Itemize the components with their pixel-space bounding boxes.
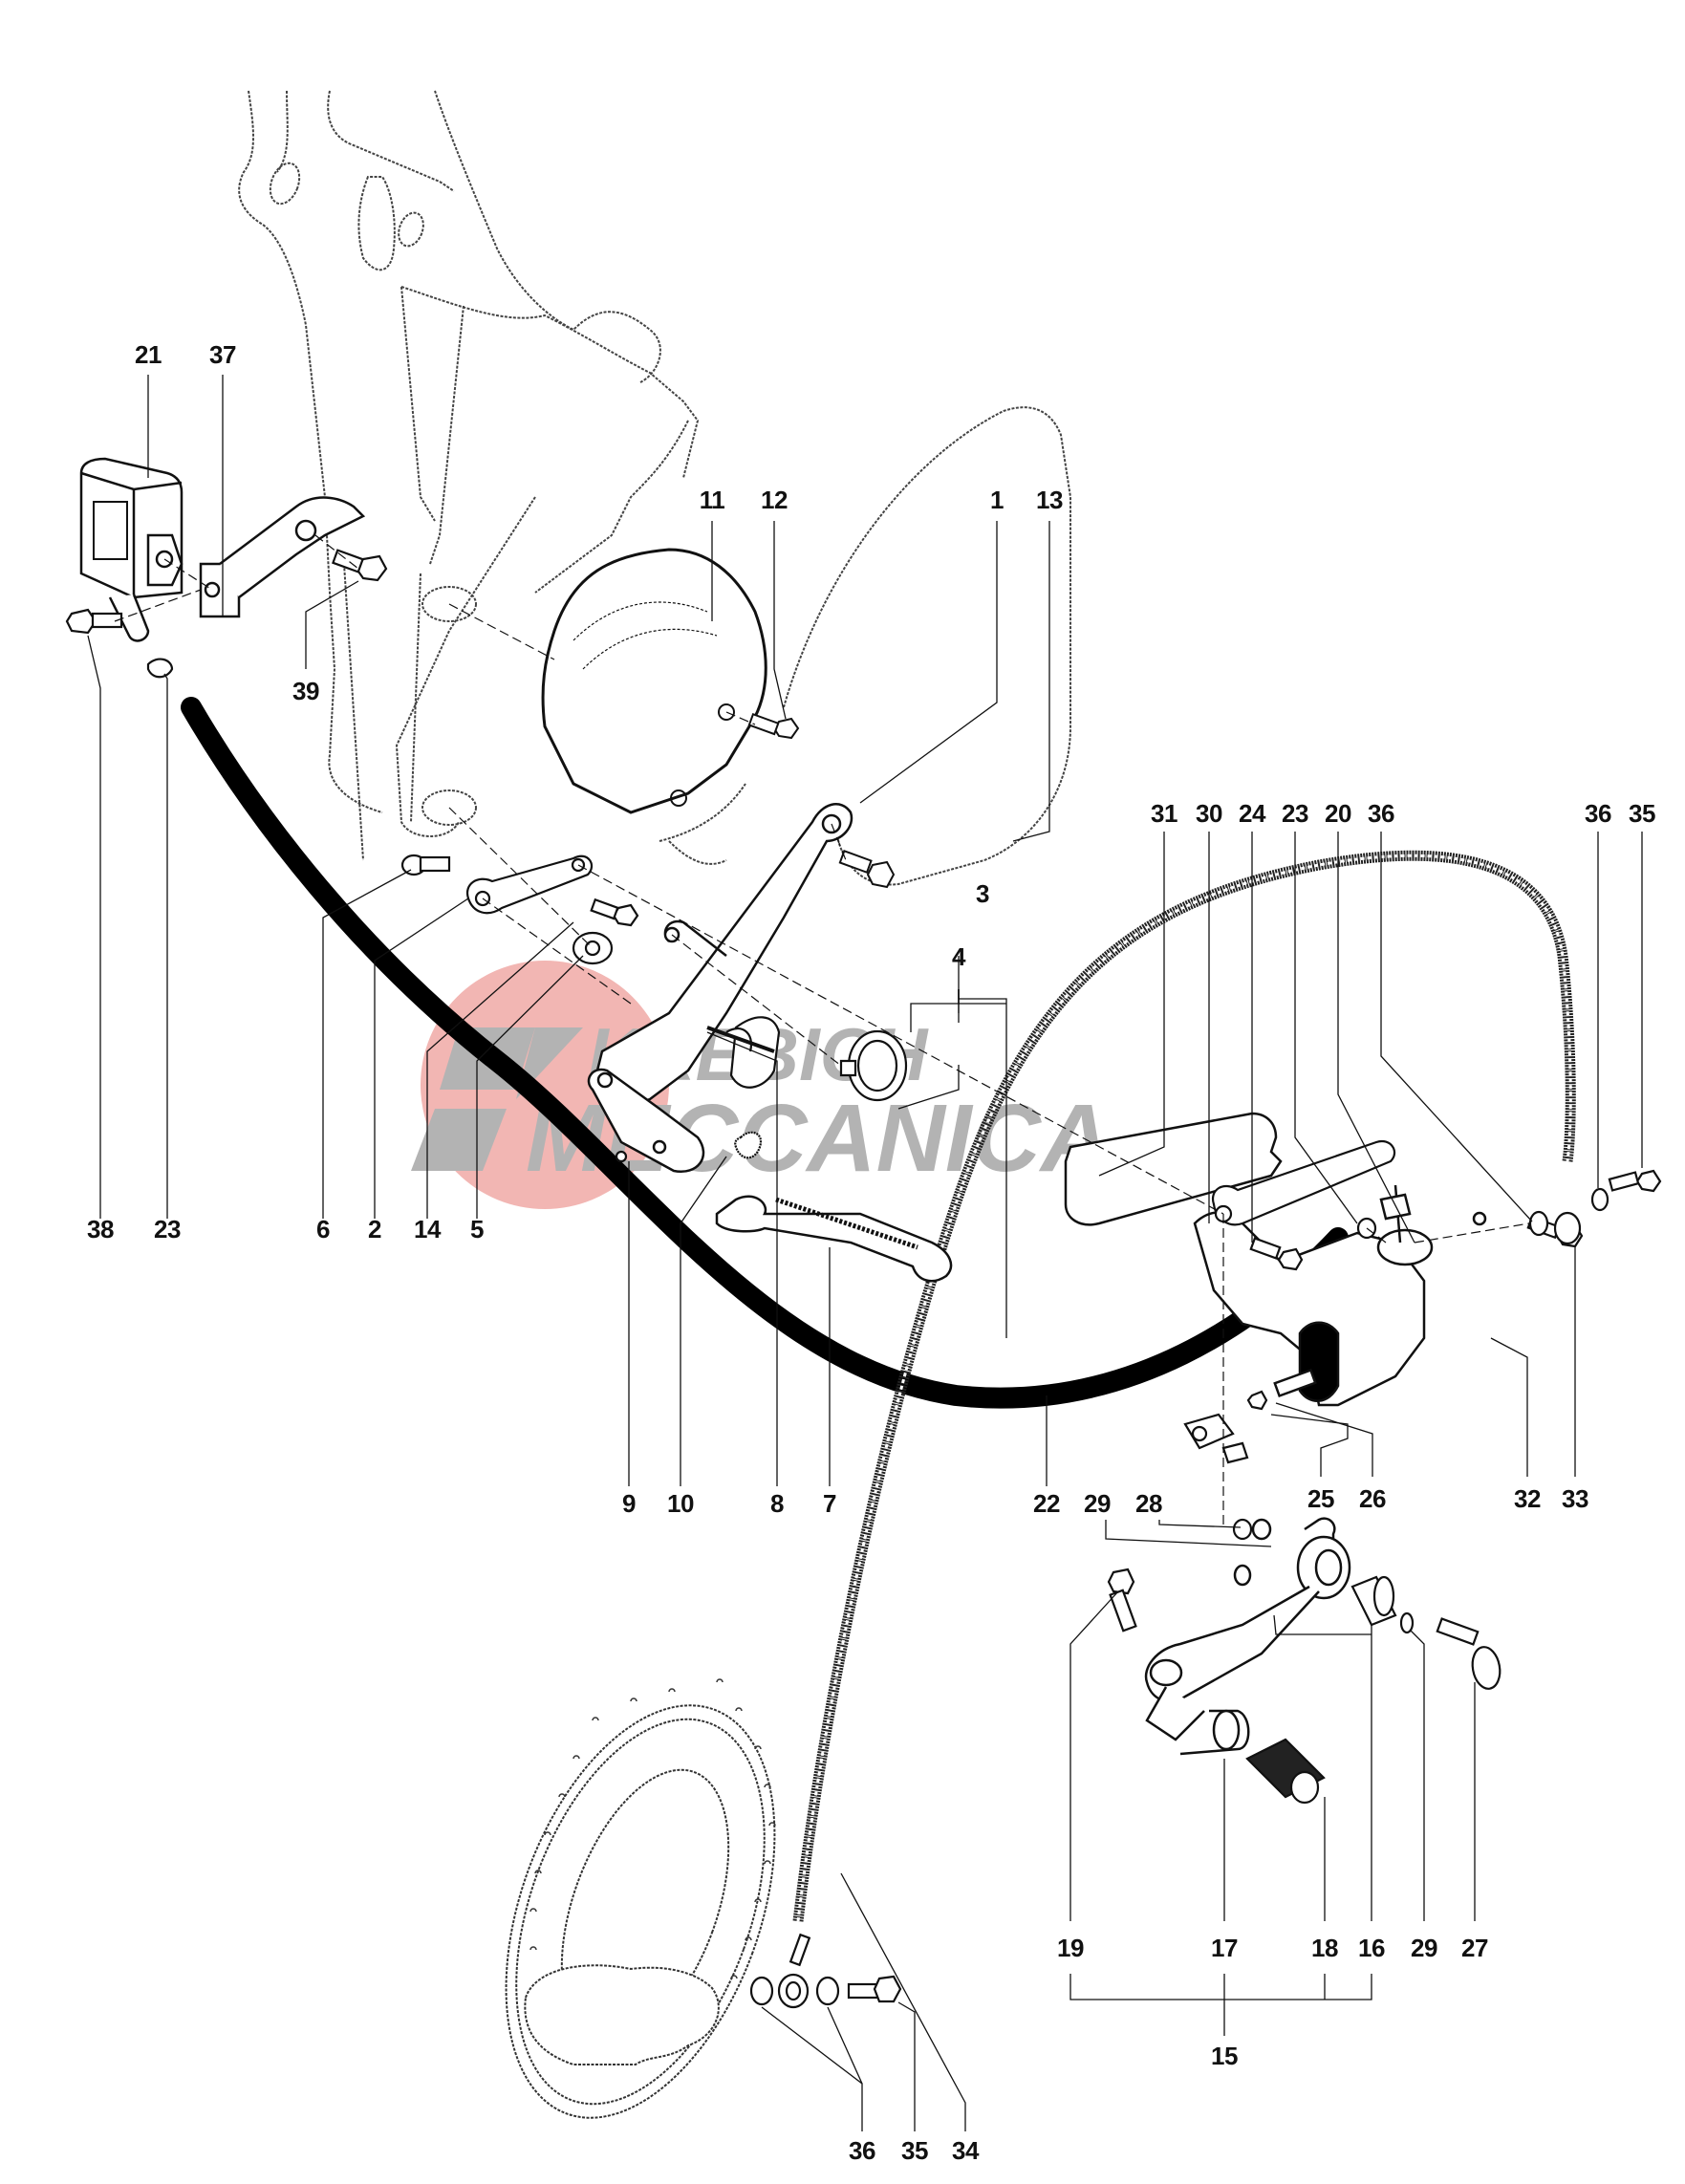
leader-lines [87,375,1643,2131]
callout-31: 31 [1151,799,1177,828]
part-7-footrest [715,1195,953,1283]
callout-20: 20 [1325,799,1351,828]
callout-33: 33 [1562,1484,1588,1513]
part-20-master-cylinder [1193,1184,1487,1407]
callout-25: 25 [1307,1484,1334,1513]
callout-13: 13 [1036,486,1063,514]
callout-36-bottom: 36 [849,2136,875,2165]
callout-35-right: 35 [1629,799,1655,828]
callout-8: 8 [770,1489,784,1518]
callout-28: 28 [1135,1489,1162,1518]
part-31-plate [1064,1112,1283,1226]
callout-18: 18 [1311,1934,1338,1962]
callout-15: 15 [1211,2042,1238,2070]
bolts-12-13 [747,712,896,889]
callout-29-upper: 29 [1084,1489,1111,1518]
links-2-5-6-14 [400,854,639,965]
parts-33-35-36-right [1526,1169,1662,1248]
callout-5: 5 [470,1215,484,1243]
callout-2: 2 [368,1215,381,1243]
callout-4: 4 [952,942,965,971]
callout-9: 9 [622,1489,636,1518]
callout-6: 6 [316,1215,330,1243]
brake-disc-holes [529,1678,776,2018]
callout-35-bottom: 35 [901,2136,928,2165]
parts-16-18-19-27-29 [1107,1518,1501,1805]
parts-34-35-36-bottom [749,1933,902,2009]
callout-3: 3 [976,879,989,908]
part-11-cover [541,548,767,814]
callout-26: 26 [1359,1484,1386,1513]
assembly-lines [114,534,1530,1524]
brake-caliper [524,1964,720,2065]
callout-32: 32 [1514,1484,1541,1513]
callout-23-upper: 23 [1282,799,1308,828]
part-15-brake-pedal [1144,1517,1351,1756]
callout-11: 11 [699,486,725,514]
callout-12: 12 [761,486,788,514]
callout-24: 24 [1239,799,1265,828]
callout-19: 19 [1057,1934,1084,1962]
callout-34: 34 [952,2136,979,2165]
brake-disc [505,1704,776,2119]
callout-1: 1 [990,486,1004,514]
callout-38: 38 [87,1215,114,1243]
callout-30: 30 [1196,799,1222,828]
callout-37: 37 [209,340,236,369]
callout-7: 7 [823,1489,836,1518]
callout-29-lower: 29 [1411,1934,1437,1962]
callout-36-right: 36 [1585,799,1611,828]
callout-39: 39 [292,677,319,705]
callout-23: 23 [154,1215,181,1243]
callout-10: 10 [667,1489,694,1518]
callout-22: 22 [1033,1489,1060,1518]
callout-21: 21 [135,340,162,369]
callout-14: 14 [414,1215,441,1243]
parts-23-24-25-26-30 [1183,1139,1396,1464]
part-37-bracket [199,496,366,618]
frame-outline [238,90,1071,886]
brake-line-braid [796,854,1572,1922]
callout-17: 17 [1211,1934,1238,1962]
callout-36-upper: 36 [1368,799,1394,828]
hose-22 [181,697,1349,1409]
callout-27: 27 [1461,1934,1488,1962]
pedal-plate [587,1068,705,1174]
callout-16: 16 [1358,1934,1385,1962]
